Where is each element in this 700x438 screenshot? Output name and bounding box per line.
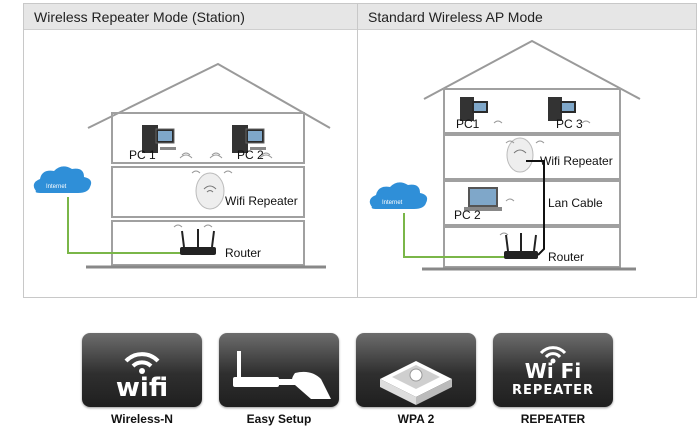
wifi-signal-icon bbox=[173, 152, 273, 228]
repeater-word: REPEATER bbox=[511, 383, 595, 398]
wpa2-badge bbox=[356, 333, 476, 407]
pc-1-label: PC 1 bbox=[129, 148, 156, 162]
router-icon bbox=[504, 233, 538, 259]
wifi-word: Wi Fi bbox=[524, 359, 582, 383]
pc-1-label: PC1 bbox=[456, 117, 480, 131]
panel-title: Wireless Repeater Mode (Station) bbox=[24, 4, 362, 30]
pc-2-icon bbox=[232, 125, 266, 153]
easy-setup-badge bbox=[219, 333, 339, 407]
security-box-icon bbox=[380, 361, 452, 405]
router-label: Router bbox=[225, 246, 262, 260]
internet-cloud-icon: Internet bbox=[369, 182, 428, 209]
internet-cable bbox=[403, 213, 508, 258]
wifi-signal-icon bbox=[493, 120, 591, 236]
router-icon bbox=[180, 229, 216, 255]
pc-3-icon bbox=[548, 97, 576, 121]
repeater-badge: Wi Fi REPEATER bbox=[493, 333, 613, 407]
ap-mode-panel: Standard Wireless AP Mode Internet bbox=[357, 3, 697, 298]
laptop-icon bbox=[464, 187, 502, 211]
house-floor-top bbox=[111, 112, 305, 164]
wifi-repeater-icon bbox=[195, 172, 225, 210]
pc-1-icon bbox=[142, 125, 176, 153]
house-floor-bottom bbox=[111, 220, 305, 266]
wifi-icon bbox=[124, 352, 160, 374]
wireless-n-badge: wifi bbox=[82, 333, 202, 407]
internet-label: Internet bbox=[46, 184, 67, 190]
house-floor-middle bbox=[111, 166, 305, 218]
repeater-label: Wifi Repeater bbox=[540, 154, 613, 168]
internet-cable bbox=[67, 197, 184, 254]
ap-mode-diagram: Internet bbox=[369, 39, 641, 271]
internet-label: Internet bbox=[382, 200, 403, 206]
house-floor-4 bbox=[443, 226, 621, 268]
house-floor-3 bbox=[443, 180, 621, 226]
wpa2-caption: WPA 2 bbox=[397, 412, 435, 426]
wireless-n-caption: Wireless-N bbox=[111, 412, 173, 426]
house-roof bbox=[87, 62, 331, 129]
wifi-repeater-icon bbox=[506, 137, 534, 173]
lan-cable bbox=[526, 160, 545, 256]
internet-cloud-icon: Internet bbox=[33, 166, 92, 193]
repeater-label: Wifi Repeater bbox=[225, 194, 298, 208]
house-floor-2 bbox=[443, 134, 621, 180]
lan-cable-label: Lan Cable bbox=[548, 196, 603, 210]
house-roof bbox=[423, 39, 641, 100]
wifi-word: wifi bbox=[115, 373, 169, 403]
panel-title: Standard Wireless AP Mode bbox=[358, 4, 696, 30]
repeater-mode-diagram: Internet bbox=[33, 62, 331, 269]
pc-1-icon bbox=[460, 97, 488, 121]
repeater-caption: REPEATER bbox=[520, 412, 586, 426]
plug-in-hand-icon bbox=[233, 351, 331, 399]
pc-2-label: PC 2 bbox=[454, 208, 481, 222]
router-label: Router bbox=[548, 250, 585, 264]
pc-3-label: PC 3 bbox=[556, 117, 583, 131]
easy-setup-caption: Easy Setup bbox=[246, 412, 312, 426]
pc-2-label: PC 2 bbox=[237, 148, 264, 162]
repeater-mode-panel: Wireless Repeater Mode (Station) Interne… bbox=[23, 3, 363, 298]
house-floor-1 bbox=[443, 88, 621, 134]
wifi-repeater-icon bbox=[539, 346, 567, 364]
